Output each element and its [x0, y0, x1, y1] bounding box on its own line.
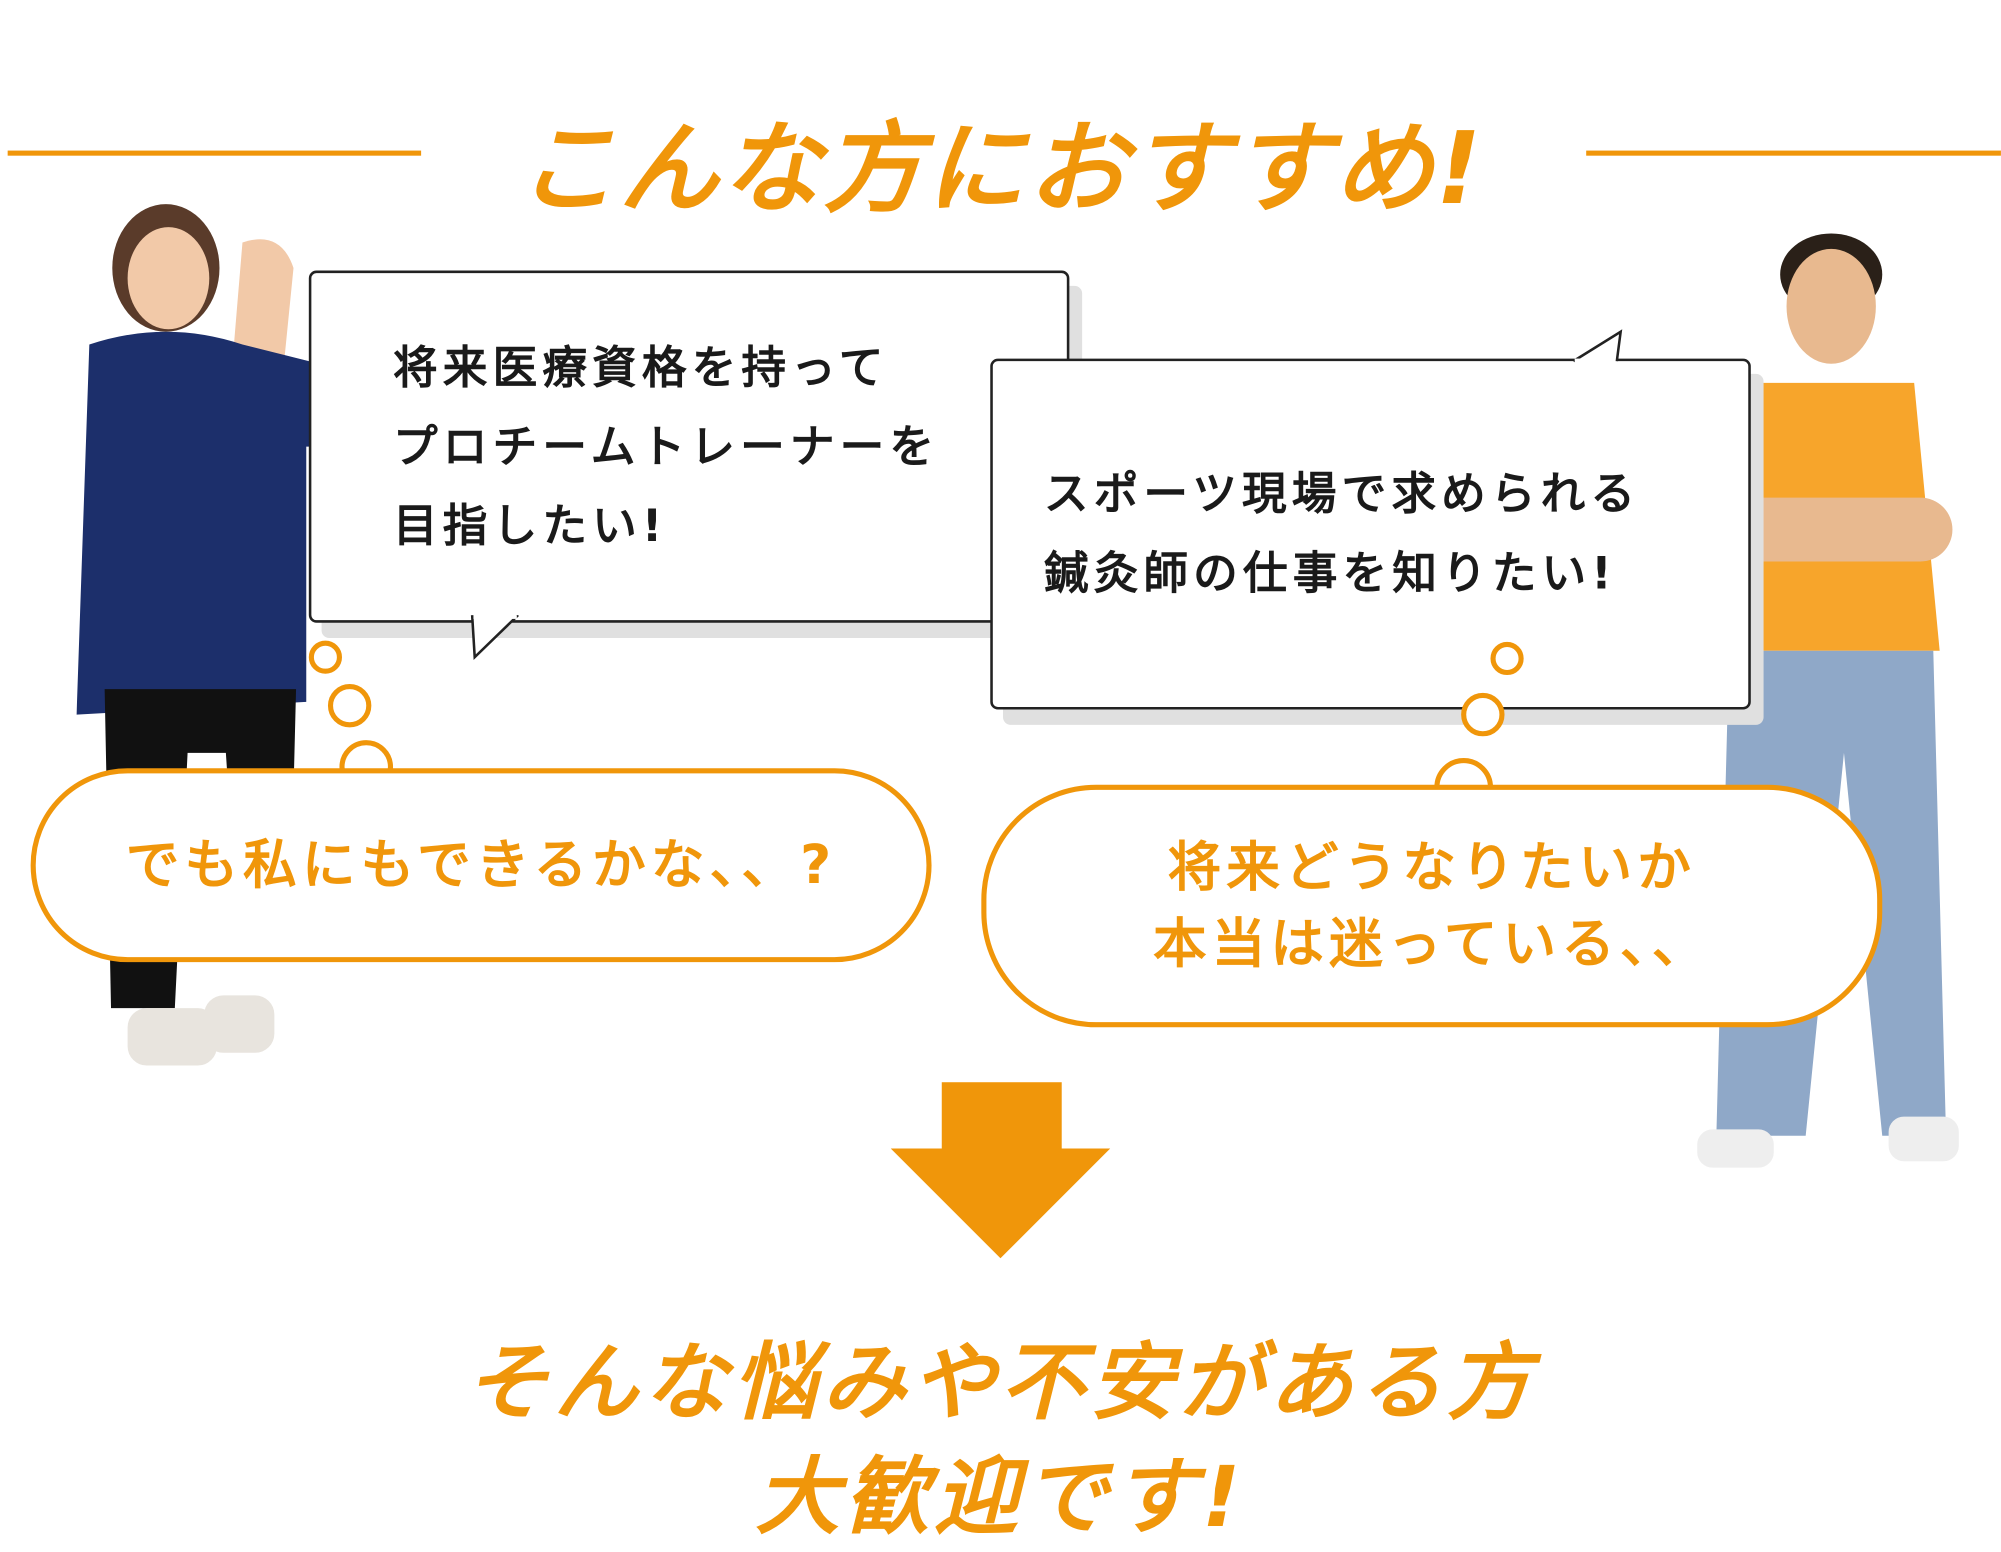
conclusion-line-1: そんな悩みや不安がある方: [464, 1333, 1537, 1432]
down-arrow-icon: [890, 1082, 1111, 1259]
thought-dot: [1490, 641, 1524, 676]
thought-cloud-right: 将来どうなりたいか 本当は迷っている、、: [981, 784, 1883, 1028]
speech-line: 鍼灸師の仕事を知りたい!: [1043, 548, 1617, 600]
speech-line: スポーツ現場で求められる: [1043, 469, 1641, 521]
heading-rule-left: [7, 150, 422, 156]
thought-cloud-left: でも私にもできるかな、、?: [30, 768, 932, 963]
thought-dot: [1461, 692, 1505, 737]
thought-line: でも私にもできるかな、、?: [125, 833, 837, 896]
heading-rule-right: [1586, 150, 2001, 156]
thought-dot: [308, 640, 342, 674]
thought-line: 本当は迷っている、、: [1153, 912, 1711, 975]
speech-line: 将来医療資格を持って: [393, 343, 889, 395]
speech-line: プロチームトレーナーを: [393, 422, 940, 474]
speech-line: 目指したい!: [393, 501, 668, 553]
section-heading: こんな方におすすめ!: [517, 112, 1484, 228]
speech-bubble-right: スポーツ現場で求められる 鍼灸師の仕事を知りたい!: [990, 358, 1751, 710]
speech-tail-left: [470, 615, 519, 661]
conclusion-line-2: 大歓迎です!: [755, 1448, 1246, 1547]
speech-bubble-left: 将来医療資格を持って プロチームトレーナーを 目指したい!: [308, 270, 1070, 623]
thought-line: 将来どうなりたいか: [1167, 835, 1696, 899]
speech-tail-right: [1572, 329, 1623, 365]
thought-dot: [327, 683, 372, 728]
